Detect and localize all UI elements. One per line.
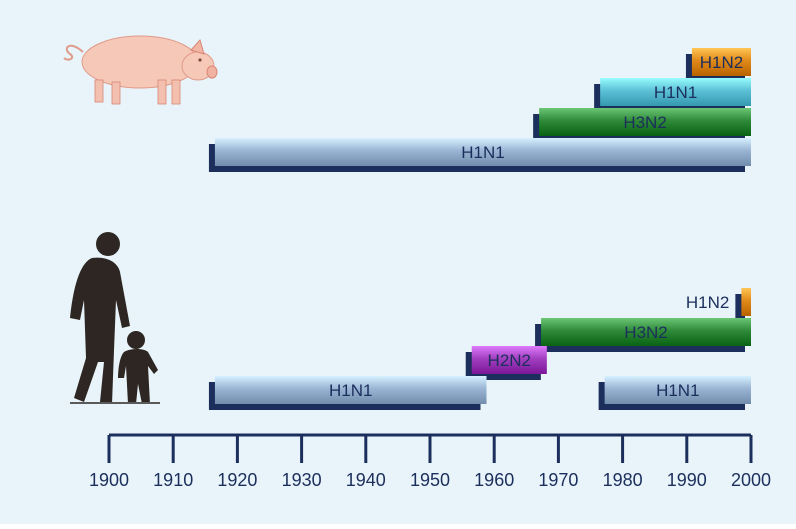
tick-label: 1960 (474, 470, 514, 490)
tick-label: 1990 (667, 470, 707, 490)
tick-label: 1930 (282, 470, 322, 490)
tick-label: 2000 (731, 470, 771, 490)
bar-shadow (735, 294, 745, 322)
bar-fill (600, 78, 751, 106)
bar-label: H1N2 (686, 293, 729, 312)
bar-fill (741, 288, 751, 316)
bar-fill (541, 318, 751, 346)
bar-fill (471, 346, 547, 374)
bar-label: H1N1 (329, 381, 372, 400)
tick-label: 1980 (603, 470, 643, 490)
tick-label: 1910 (153, 470, 193, 490)
tick-label: 1900 (89, 470, 129, 490)
bar-h3n2: H3N2 (535, 318, 751, 352)
bar-label: H1N1 (654, 83, 697, 102)
bar-h2n2: H2N2 (465, 346, 547, 380)
bar-label: H2N2 (488, 351, 531, 370)
bar-h1n1: H1N1 (598, 376, 751, 410)
bar-fill (214, 376, 487, 404)
bar-h1n1: H1N1 (594, 78, 751, 112)
bar-label: H3N2 (624, 323, 667, 342)
bar-label: H1N1 (656, 381, 699, 400)
adult-and-child-icon (70, 232, 160, 404)
bar-h1n2: H1N2 (686, 288, 751, 322)
bar-h1n2: H1N2 (685, 48, 751, 82)
tick-label: 1970 (538, 470, 578, 490)
bar-fill (691, 48, 751, 76)
tick-label: 1940 (346, 470, 386, 490)
bar-h1n1: H1N1 (208, 138, 751, 172)
bar-fill (214, 138, 751, 166)
tick-label: 1920 (217, 470, 257, 490)
pig-icon (63, 35, 218, 105)
bar-label: H1N2 (700, 53, 743, 72)
year-axis: 1900 1910 1920 1930 1940 1950 1960 1970 1980 1990… (89, 433, 771, 490)
bar-label: H3N2 (623, 113, 666, 132)
tick-label: 1950 (410, 470, 450, 490)
bar-fill (604, 376, 751, 404)
bar-h1n1: H1N1 (208, 376, 487, 410)
bar-label: H1N1 (461, 143, 504, 162)
bar-fill (539, 108, 751, 136)
bar-h3n2: H3N2 (533, 108, 751, 142)
